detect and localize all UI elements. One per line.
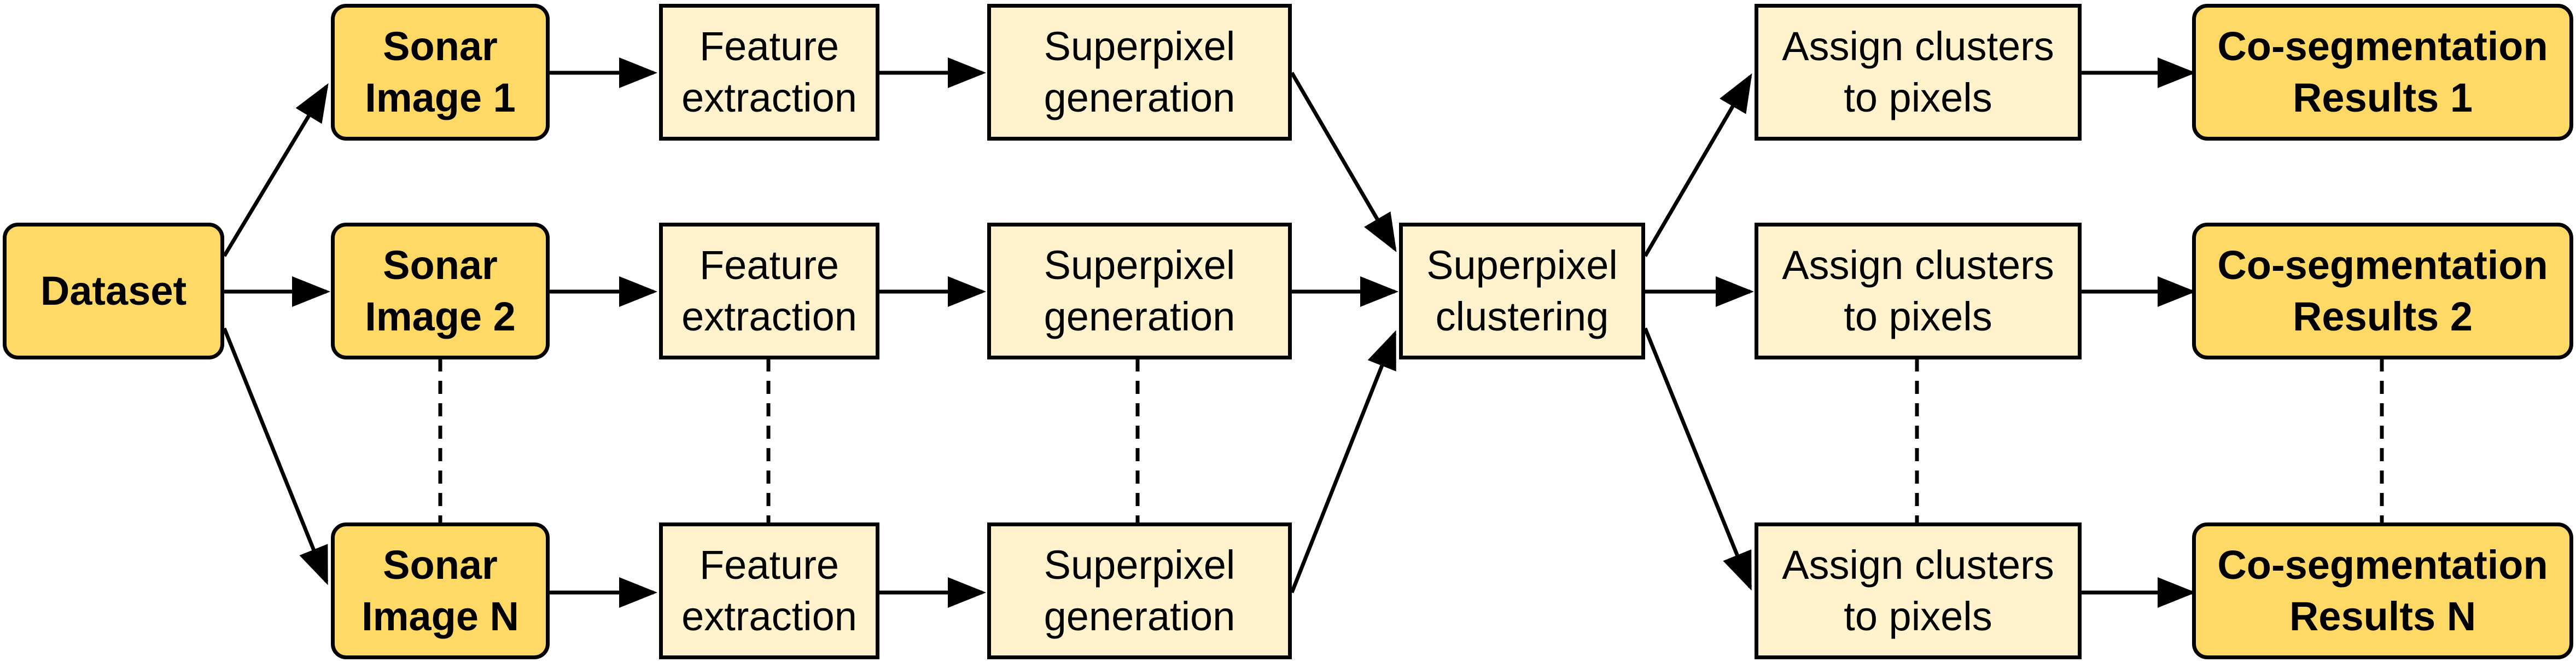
sonar-image-n-line-2: Image N [362, 594, 519, 639]
co-segmentation-results-1-node: Co-segmentation Results 1 [2192, 4, 2573, 141]
superpixel-generation-1-line-1: Superpixel [1044, 24, 1235, 69]
superpixel-generation-n-line-1: Superpixel [1044, 542, 1235, 588]
superpixel-generation-2-line-1: Superpixel [1044, 242, 1235, 288]
assign-clusters-1-node: Assign clusters to pixels [1755, 4, 2082, 141]
arrow-dataset-to-sonar-image-n [222, 327, 329, 585]
feature-extraction-n-node: Feature extraction [659, 522, 879, 659]
feature-extraction-2-line-1: Feature [699, 242, 840, 288]
feature-extraction-2-line-2: extraction [681, 294, 857, 339]
assign-clusters-2-line-1: Assign clusters [1782, 242, 2054, 288]
arrow-dataset-to-sonar-image-1 [223, 83, 329, 257]
feature-extraction-1-line-1: Feature [699, 24, 840, 69]
sonar-image-2-line-1: Sonar [383, 242, 498, 288]
superpixel-generation-2-node: Superpixel generation [987, 223, 1292, 359]
sonar-image-1-node: Sonar Image 1 [331, 4, 550, 141]
sonar-image-2-node: Sonar Image 2 [331, 223, 550, 359]
feature-extraction-1-node: Feature extraction [659, 4, 879, 141]
co-segmentation-results-n-line-2: Results N [2289, 594, 2476, 639]
superpixel-generation-n-node: Superpixel generation [987, 522, 1292, 659]
dataset-node-label: Dataset [40, 268, 187, 313]
sonar-image-2-line-2: Image 2 [365, 294, 516, 339]
feature-extraction-2-node: Feature extraction [659, 223, 879, 359]
sonar-image-n-node: Sonar Image N [331, 522, 550, 659]
arrow-clustering-to-assign-clusters-1 [1643, 73, 1752, 257]
co-segmentation-results-2-line-1: Co-segmentation [2217, 242, 2548, 288]
co-segmentation-results-1-line-2: Results 1 [2292, 75, 2473, 120]
assign-clusters-n-line-1: Assign clusters [1782, 542, 2054, 588]
assign-clusters-2-line-2: to pixels [1844, 294, 1992, 339]
assign-clusters-n-line-2: to pixels [1844, 594, 1992, 639]
superpixel-generation-2-line-2: generation [1044, 294, 1235, 339]
arrow-superpixel-generation-n-to-clustering [1290, 330, 1397, 594]
superpixel-clustering-line-2: clustering [1435, 294, 1609, 339]
co-segmentation-results-2-line-2: Results 2 [2292, 294, 2473, 339]
superpixel-generation-1-line-2: generation [1044, 75, 1235, 120]
superpixel-generation-1-node: Superpixel generation [987, 4, 1292, 141]
assign-clusters-2-node: Assign clusters to pixels [1755, 223, 2082, 359]
co-segmentation-results-1-line-1: Co-segmentation [2217, 24, 2548, 69]
superpixel-clustering-node: Superpixel clustering [1399, 223, 1645, 359]
feature-extraction-n-line-1: Feature [699, 542, 840, 588]
sonar-image-n-line-1: Sonar [383, 542, 498, 588]
feature-extraction-1-line-2: extraction [681, 75, 857, 120]
arrow-superpixel-generation-1-to-clustering [1290, 72, 1397, 253]
assign-clusters-n-node: Assign clusters to pixels [1755, 522, 2082, 659]
co-segmentation-results-n-node: Co-segmentation Results N [2192, 522, 2573, 659]
co-segmentation-results-2-node: Co-segmentation Results 2 [2192, 223, 2573, 359]
assign-clusters-1-line-1: Assign clusters [1782, 24, 2054, 69]
arrow-clustering-to-assign-clusters-n [1643, 327, 1752, 591]
dataset-node: Dataset [3, 223, 224, 359]
co-segmentation-results-n-line-1: Co-segmentation [2217, 542, 2548, 588]
feature-extraction-n-line-2: extraction [681, 594, 857, 639]
superpixel-generation-n-line-2: generation [1044, 594, 1235, 639]
sonar-image-1-line-1: Sonar [383, 24, 498, 69]
assign-clusters-1-line-2: to pixels [1844, 75, 1992, 120]
superpixel-clustering-line-1: Superpixel [1426, 242, 1618, 288]
sonar-image-1-line-2: Image 1 [365, 75, 516, 120]
